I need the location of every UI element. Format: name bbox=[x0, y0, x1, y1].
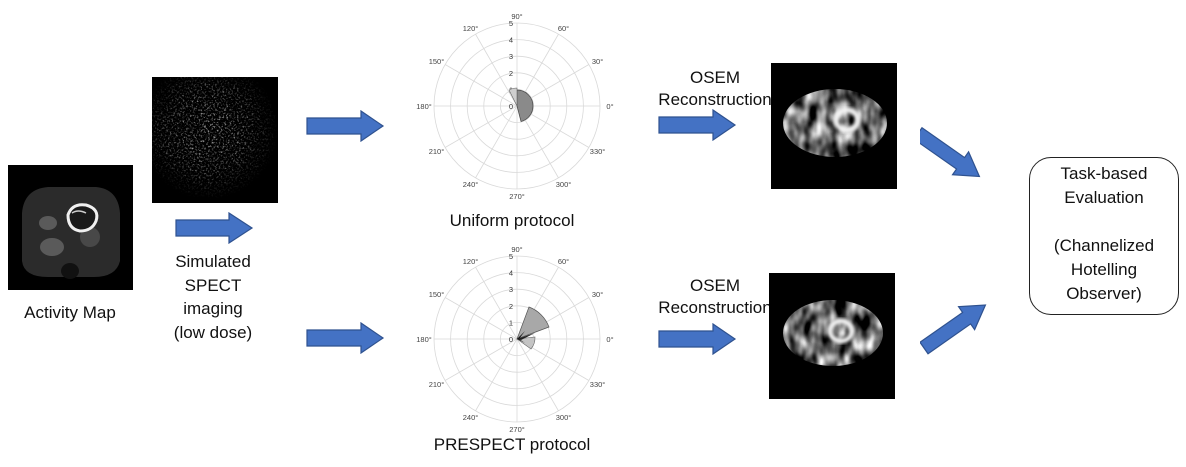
reconstruction-uniform-image bbox=[771, 63, 897, 189]
polar-radial-label: 0 bbox=[509, 102, 513, 111]
polar-radial-label: 0 bbox=[509, 335, 513, 344]
simulation-label: Simulated SPECT imaging (low dose) bbox=[173, 252, 253, 342]
polar-angle-label: 0° bbox=[606, 102, 613, 111]
arrow-to-prespect bbox=[306, 322, 385, 354]
arrow-to-recon-top bbox=[658, 109, 737, 141]
prespect-polar-plot: 90° 60° 30° 0° 330° 300° 270° 240° 210° 180° 150° 1… bbox=[416, 247, 613, 434]
polar-angle-label: 30° bbox=[592, 57, 603, 66]
polar-radial-label: 3 bbox=[509, 285, 513, 294]
polar-angle-label: 60° bbox=[558, 257, 569, 266]
polar-angle-label: 300° bbox=[556, 413, 572, 422]
polar-grid-spoke bbox=[475, 266, 518, 340]
polar-radial-label: 2 bbox=[509, 69, 513, 78]
uniform-polar-plot: 90° 60° 30° 0° 330° 300° 270° 240° 210° 180° 150° 1… bbox=[416, 14, 613, 201]
polar-angle-label: 150° bbox=[429, 290, 445, 299]
polar-angle-label: 300° bbox=[556, 180, 572, 189]
polar-angle-label: 90° bbox=[511, 247, 522, 254]
polar-angle-label: 180° bbox=[416, 335, 432, 344]
polar-angle-label: 330° bbox=[590, 380, 606, 389]
polar-angle-label: 150° bbox=[429, 57, 445, 66]
polar-grid-spoke bbox=[475, 33, 518, 107]
polar-grid-spoke bbox=[444, 105, 518, 148]
polar-angle-label: 180° bbox=[416, 102, 432, 111]
polar-radial-label: 5 bbox=[509, 252, 513, 261]
task-based-evaluation-box: Task-based Evaluation (Channelized Hotel… bbox=[1029, 157, 1179, 315]
activity-map-image bbox=[8, 165, 133, 290]
polar-angle-label: 210° bbox=[429, 380, 445, 389]
polar-angle-label: 120° bbox=[463, 24, 479, 33]
arrow-top-to-evaluation bbox=[920, 126, 981, 178]
polar-grid-spoke bbox=[444, 64, 518, 107]
polar-grid-spoke bbox=[444, 338, 518, 381]
polar-grid-spoke bbox=[444, 297, 518, 340]
osem-recon-bottom-label: OSEM Reconstruction bbox=[658, 276, 772, 317]
polar-radial-label: 4 bbox=[509, 269, 513, 278]
polar-angle-label: 240° bbox=[463, 413, 479, 422]
polar-grid-spoke bbox=[475, 338, 518, 412]
polar-angle-label: 240° bbox=[463, 180, 479, 189]
polar-angle-label: 90° bbox=[511, 14, 522, 21]
uniform-sensitivity-wedge bbox=[516, 89, 534, 122]
polar-radial-label: 5 bbox=[509, 19, 513, 28]
arrow-to-uniform bbox=[306, 110, 385, 142]
polar-radial-label: 2 bbox=[509, 302, 513, 311]
prespect-protocol-label: PRESPECT protocol bbox=[433, 435, 591, 454]
osem-recon-top-label: OSEM Reconstruction bbox=[658, 68, 772, 109]
polar-angle-label: 60° bbox=[558, 24, 569, 33]
polar-grid-spoke bbox=[475, 105, 518, 179]
uniform-protocol-label: Uniform protocol bbox=[449, 211, 575, 230]
polar-angle-label: 270° bbox=[509, 192, 525, 201]
arrow-bottom-to-evaluation bbox=[920, 304, 987, 355]
polar-angle-label: 0° bbox=[606, 335, 613, 344]
polar-angle-label: 120° bbox=[463, 257, 479, 266]
arrow-to-recon-bottom bbox=[658, 323, 737, 355]
activity-map-label: Activity Map bbox=[24, 303, 116, 322]
polar-angle-label: 270° bbox=[509, 425, 525, 434]
polar-angle-label: 210° bbox=[429, 147, 445, 156]
reconstruction-prespect-image bbox=[769, 273, 895, 399]
polar-radial-label: 3 bbox=[509, 52, 513, 61]
simulation-arrow bbox=[175, 212, 254, 244]
spect-projection-image bbox=[152, 77, 278, 203]
polar-angle-label: 30° bbox=[592, 290, 603, 299]
polar-grid-spoke bbox=[516, 338, 559, 412]
polar-radial-label: 1 bbox=[509, 318, 513, 327]
polar-angle-label: 330° bbox=[590, 147, 606, 156]
polar-radial-label: 4 bbox=[509, 36, 513, 45]
